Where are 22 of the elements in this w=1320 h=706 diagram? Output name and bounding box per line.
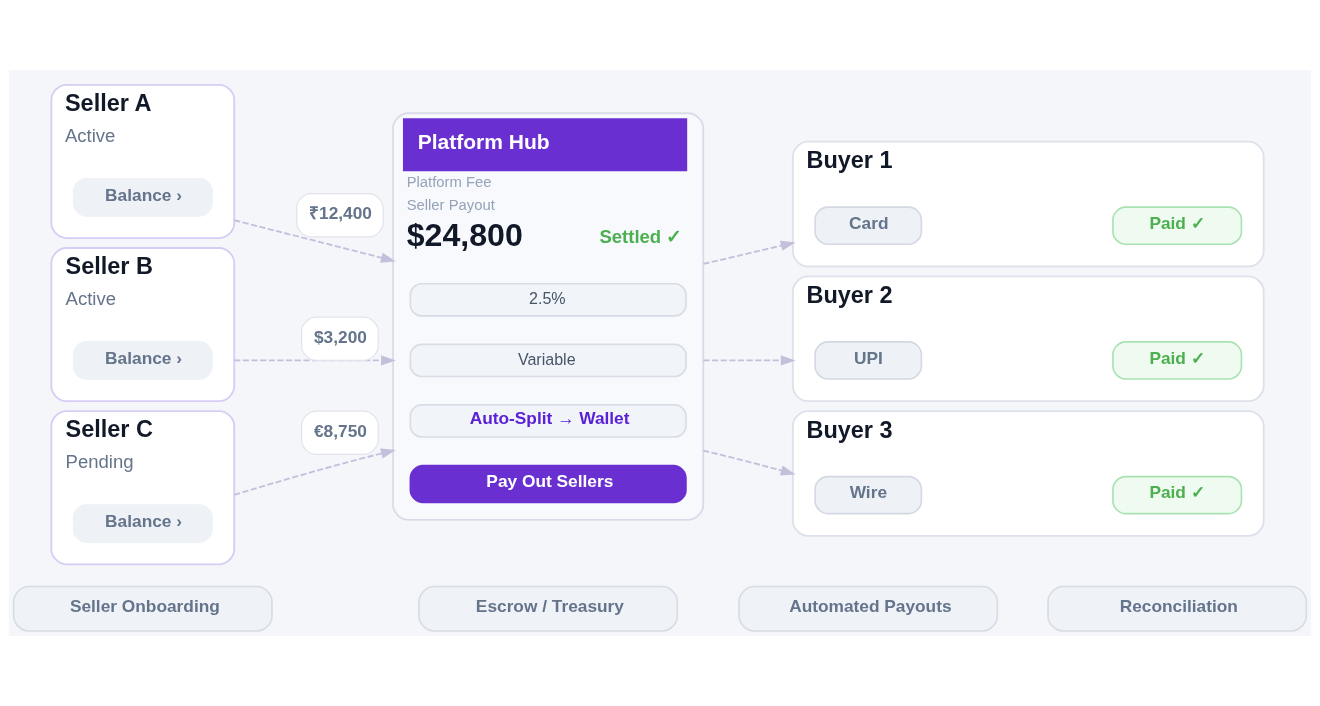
node-box: Paid ✓ <box>1112 206 1243 246</box>
node-box: Seller Onboarding <box>12 585 273 632</box>
node-box: UPI <box>814 341 923 380</box>
node-box: Auto-Split → Wallet <box>409 404 687 438</box>
arrow <box>233 448 396 496</box>
edge-label: $3,200 <box>313 326 367 347</box>
arrow <box>702 449 796 476</box>
node-box: Escrow / Treasury <box>418 585 679 632</box>
node-box: Reconciliation <box>1047 585 1308 632</box>
node-box: Wire <box>814 475 923 515</box>
node-box: Variable <box>409 343 687 378</box>
node-box: 2.5% <box>409 283 687 317</box>
arrow <box>233 219 396 263</box>
arrow <box>702 355 796 366</box>
node-box: Card <box>814 206 923 246</box>
edge-label: €8,750 <box>313 420 367 441</box>
arrow <box>702 240 796 265</box>
edge-label: ₹12,400 <box>309 203 372 224</box>
node-box: Paid ✓ <box>1112 341 1243 380</box>
node-box: Pay Out Sellers <box>409 464 687 504</box>
node-box: Paid ✓ <box>1112 475 1243 515</box>
node-box: Automated Payouts <box>738 585 999 632</box>
